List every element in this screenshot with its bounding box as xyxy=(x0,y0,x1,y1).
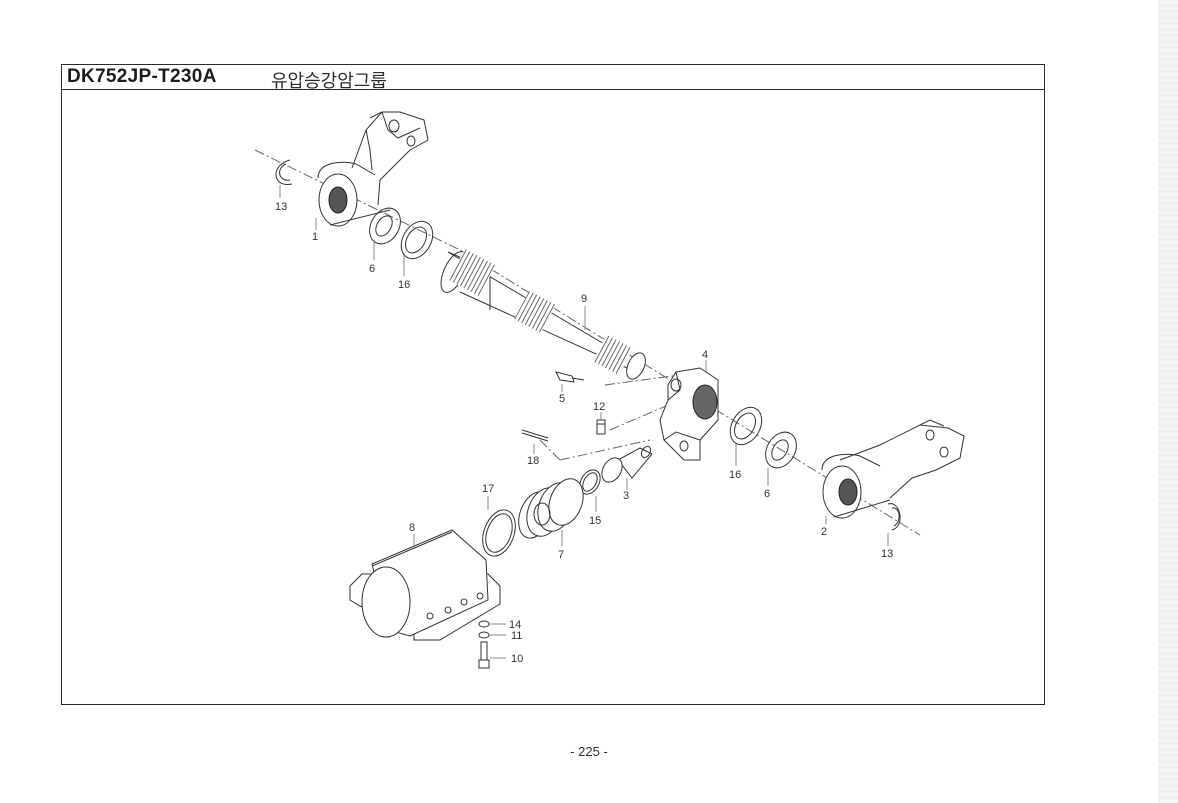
callout-11: 11 xyxy=(511,630,522,642)
callout-1: 1 xyxy=(312,231,318,243)
part-7-piston xyxy=(518,478,584,546)
part-1-lift-arm-left xyxy=(317,111,429,227)
callout-13-left: 13 xyxy=(275,201,287,213)
group-title: 유압승강암그룹 xyxy=(271,71,387,92)
diagram-frame: DK752JP-T230A 유압승강암그룹 xyxy=(61,64,1045,705)
part-9-splined-shaft xyxy=(440,249,646,380)
callout-8: 8 xyxy=(409,522,415,534)
callout-7: 7 xyxy=(558,549,564,561)
callout-4: 4 xyxy=(702,349,708,361)
callout-10: 10 xyxy=(511,653,523,665)
callout-13-right: 13 xyxy=(881,548,893,560)
part-16-shim-left xyxy=(400,220,434,260)
callout-18: 18 xyxy=(527,455,539,467)
part-6-washer-left xyxy=(369,207,401,245)
part-11-washer xyxy=(478,631,506,639)
part-8-cylinder xyxy=(349,529,501,641)
model-code: DK752JP-T230A xyxy=(67,66,217,87)
callout-17: 17 xyxy=(482,483,494,495)
leader-lines xyxy=(279,185,889,546)
part-16-shim-right xyxy=(729,406,763,446)
callout-2: 2 xyxy=(821,526,827,538)
part-10-bolt xyxy=(478,641,506,669)
callout-15: 15 xyxy=(589,515,601,527)
part-17-backup-ring xyxy=(482,496,516,557)
callout-3: 3 xyxy=(623,490,629,502)
callout-12: 12 xyxy=(593,401,605,413)
part-4-arm-housing xyxy=(659,360,719,461)
callout-16-left: 16 xyxy=(398,279,410,291)
scan-edge xyxy=(1158,0,1178,803)
part-12-bolt xyxy=(596,412,606,435)
callout-14: 14 xyxy=(509,619,521,631)
part-14-washer xyxy=(478,620,506,628)
callout-9: 9 xyxy=(581,293,587,305)
part-2-lift-arm-right xyxy=(821,419,965,519)
callout-6-right: 6 xyxy=(764,488,770,500)
part-6-washer-right xyxy=(765,431,797,469)
part-13-snap-ring-left xyxy=(275,159,293,185)
part-13-snap-ring-right xyxy=(887,503,901,531)
part-18-pin xyxy=(521,429,549,454)
part-3-piston-rod xyxy=(601,445,653,490)
page-number: - 225 - xyxy=(570,744,608,759)
part-5-grease-nipple xyxy=(555,371,585,392)
header-bar: DK752JP-T230A 유압승강암그룹 xyxy=(62,65,1044,92)
callout-16-right: 16 xyxy=(729,469,741,481)
callout-6-left: 6 xyxy=(369,263,375,275)
callout-5: 5 xyxy=(559,393,565,405)
